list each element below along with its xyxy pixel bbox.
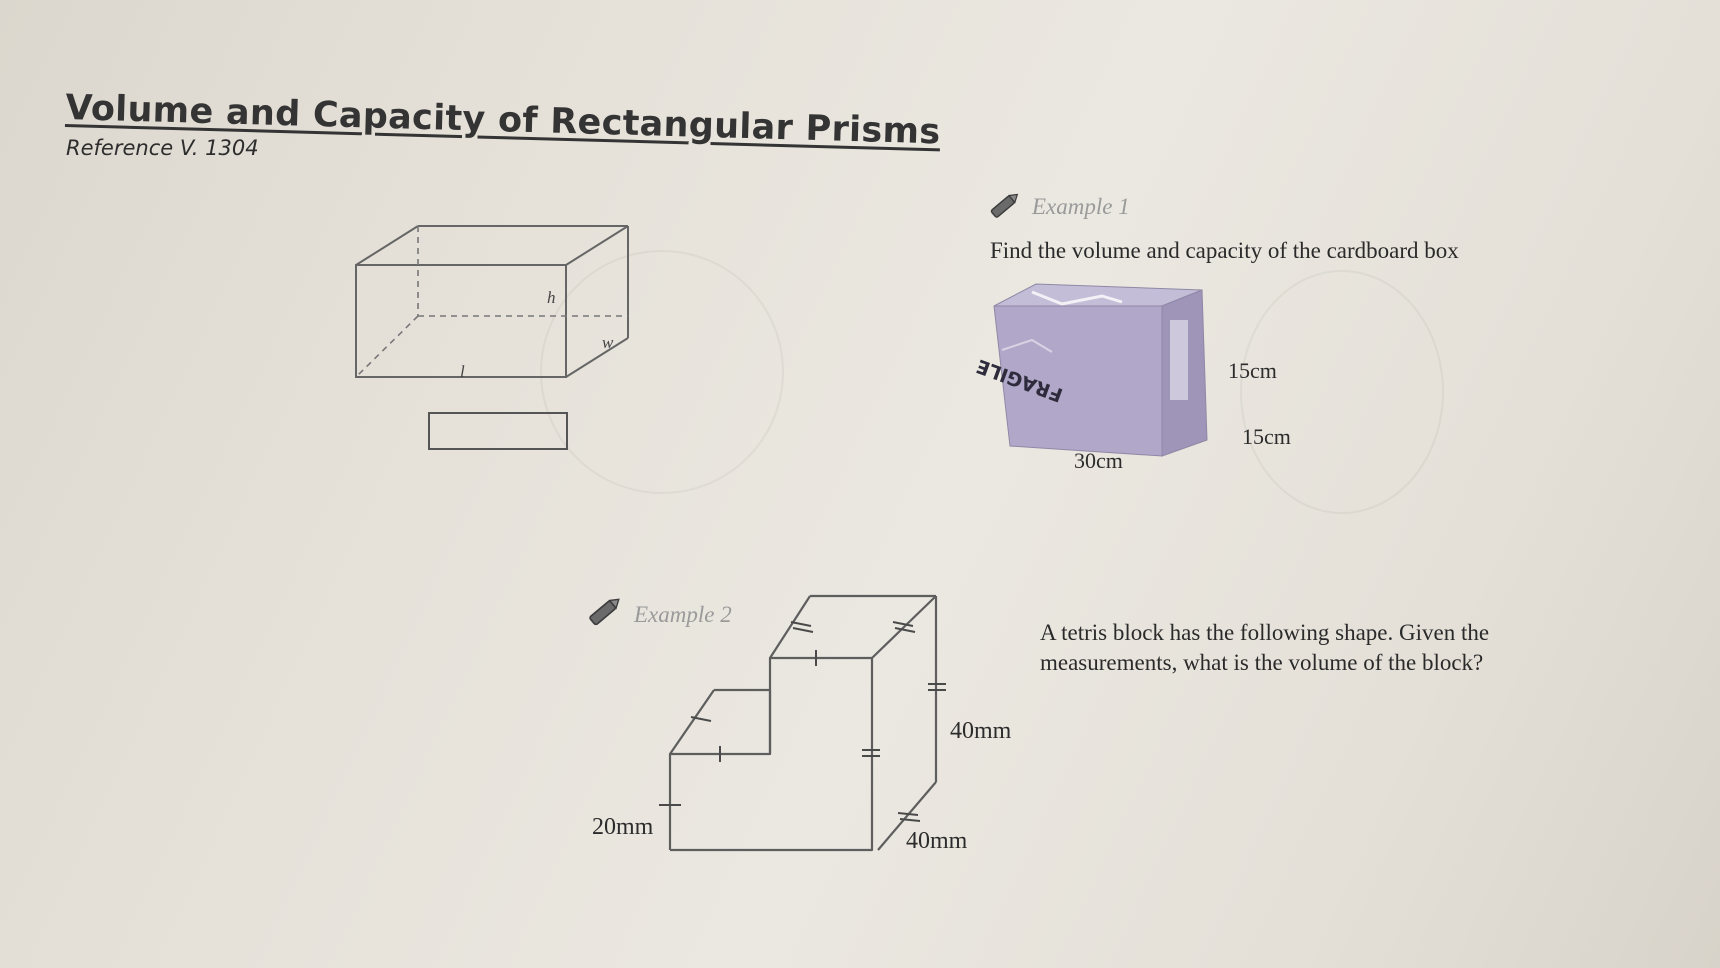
reference-code: Reference V. 1304 xyxy=(66,136,259,160)
example-1-width: 15cm xyxy=(1242,424,1291,449)
prism-label-w: w xyxy=(602,333,614,352)
example-2-height: 40mm xyxy=(950,718,1012,744)
prism-diagram xyxy=(355,225,629,378)
example-1-label: Example 1 xyxy=(1032,194,1130,219)
example-2-question: A tetris block has the following shape. … xyxy=(1040,620,1490,675)
example-2-step: 20mm xyxy=(592,814,654,840)
example-1-height: 15cm xyxy=(1228,358,1277,383)
background-ghost-circle xyxy=(1240,270,1444,514)
background-ghost-circle xyxy=(540,250,784,494)
prism-label-h: h xyxy=(547,288,556,307)
example-1-length: 30cm xyxy=(1074,448,1123,473)
pencil-icon xyxy=(990,193,1019,218)
example-1-question: Find the volume and capacity of the card… xyxy=(990,238,1459,263)
example-2-depth: 40mm xyxy=(906,828,968,854)
example-2-label: Example 2 xyxy=(634,602,732,627)
prism-label-l: l xyxy=(460,362,465,381)
answer-box[interactable] xyxy=(428,412,568,450)
cardboard-box-image: FRAGILE xyxy=(974,283,1208,457)
pencil-icon xyxy=(589,598,620,626)
